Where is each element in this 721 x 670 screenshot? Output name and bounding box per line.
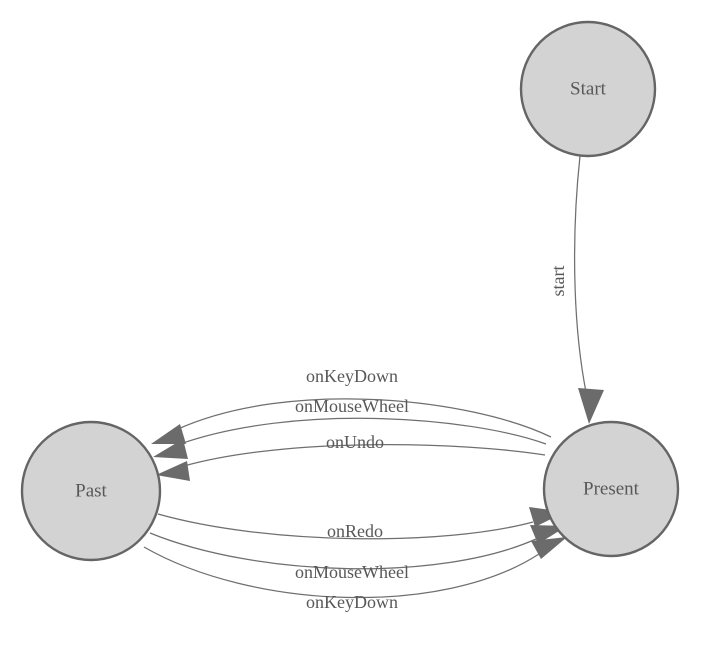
edge-redo-past-present-path <box>157 513 534 540</box>
edge-keydown-present-past[interactable]: onKeyDown <box>151 366 552 444</box>
node-present-label: Present <box>583 478 640 499</box>
edge-undo-present-past-arrowhead <box>156 461 190 481</box>
edge-keydown-past-present-label: onKeyDown <box>306 592 398 612</box>
node-start-circle <box>519 20 657 158</box>
node-present-circle <box>542 420 680 558</box>
edge-keydown-present-past-path <box>177 398 552 438</box>
edge-undo-present-past-label: onUndo <box>326 432 384 452</box>
node-start-label: Start <box>570 78 607 99</box>
node-past[interactable]: Past <box>20 420 162 562</box>
edge-keydown-past-present-arrowhead <box>531 537 567 559</box>
edge-mousewheel-present-past-label: onMouseWheel <box>295 396 409 416</box>
edge-redo-past-present-label: onRedo <box>327 521 383 541</box>
edge-redo-past-present[interactable]: onRedo <box>157 507 565 541</box>
edge-keydown-present-past-label: onKeyDown <box>306 366 398 386</box>
edge-mousewheel-present-past-path <box>179 417 547 445</box>
node-present[interactable]: Present <box>542 420 680 558</box>
edge-undo-present-past[interactable]: onUndo <box>156 432 546 481</box>
edge-mousewheel-present-past[interactable]: onMouseWheel <box>153 396 547 459</box>
edge-mousewheel-past-present-label: onMouseWheel <box>295 562 409 582</box>
edge-start[interactable]: start <box>548 155 604 424</box>
node-past-circle <box>20 420 162 562</box>
node-past-label: Past <box>75 480 107 501</box>
edge-keydown-past-present-path <box>143 546 540 599</box>
edge-mousewheel-past-present-path <box>149 532 537 570</box>
edge-start-path <box>573 155 587 393</box>
edge-mousewheel-present-past-arrowhead <box>153 439 188 459</box>
edge-keydown-past-present[interactable]: onKeyDown <box>143 537 567 612</box>
edge-undo-present-past-path <box>183 444 546 467</box>
edge-start-arrowhead <box>578 388 604 424</box>
edge-start-label: start <box>548 266 568 297</box>
node-start[interactable]: Start <box>519 20 657 158</box>
edge-keydown-present-past-arrowhead <box>151 424 186 444</box>
